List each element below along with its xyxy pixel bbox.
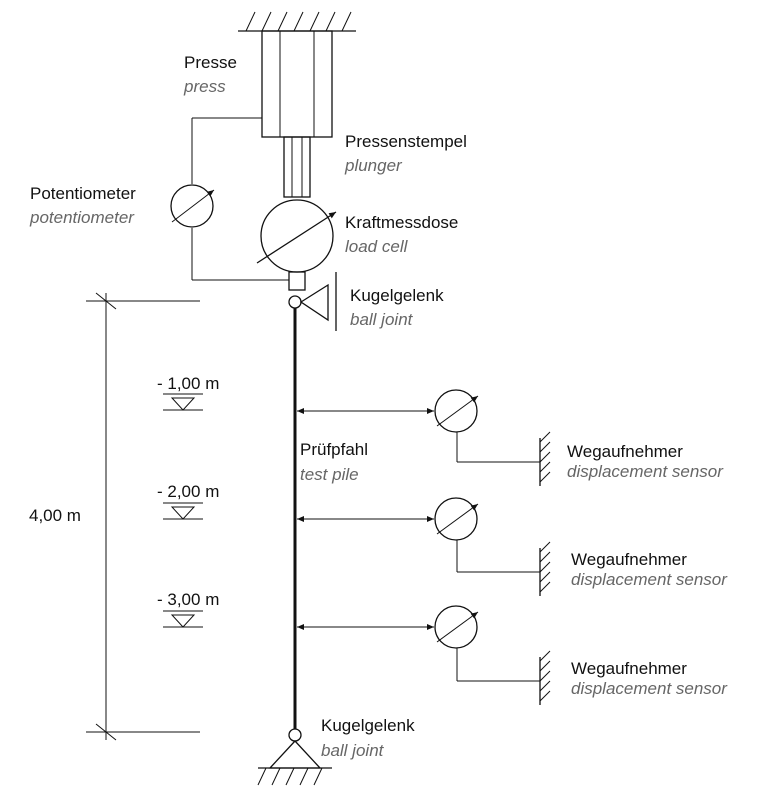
load-cell-label-en: load cell xyxy=(345,237,409,256)
displacement-sensor-2 xyxy=(297,497,551,596)
plunger-label: Pressenstempel xyxy=(345,132,467,151)
bottom-ball-joint-label-en: ball joint xyxy=(321,741,385,760)
depth-marker-3 xyxy=(163,610,203,628)
depth-marker-label-1: - 1,00 m xyxy=(157,374,219,393)
sensor-1-label-en: displacement sensor xyxy=(567,462,724,481)
sensor-3-label-en: displacement sensor xyxy=(571,679,728,698)
top-support xyxy=(238,11,356,32)
depth-marker-label-2: - 2,00 m xyxy=(157,482,219,501)
press xyxy=(261,30,333,138)
length-dimension xyxy=(86,292,200,741)
potentiometer-label: Potentiometer xyxy=(30,184,136,203)
bottom-ball-joint-label: Kugelgelenk xyxy=(321,716,415,735)
test-pile-label: Prüfpfahl xyxy=(300,440,368,459)
top-ball-joint-label: Kugelgelenk xyxy=(350,286,444,305)
bottom-support xyxy=(257,728,332,786)
displacement-sensor-1 xyxy=(297,389,551,486)
plunger-label-en: plunger xyxy=(344,156,403,175)
press-label: Presse xyxy=(184,53,237,72)
press-label-en: press xyxy=(183,77,226,96)
depth-marker-label-3: - 3,00 m xyxy=(157,590,219,609)
load-cell-label: Kraftmessdose xyxy=(345,213,458,232)
test-pile-label-en: test pile xyxy=(300,465,359,484)
load-cell xyxy=(256,199,337,291)
potentiometer xyxy=(170,117,289,281)
displacement-sensor-3 xyxy=(297,605,551,705)
total-length-label: 4,00 m xyxy=(29,506,81,525)
sensor-2-label-en: displacement sensor xyxy=(571,570,728,589)
plunger xyxy=(283,136,311,198)
sensor-3-label: Wegaufnehmer xyxy=(571,659,687,678)
depth-marker-2 xyxy=(163,502,203,520)
sensor-2-label: Wegaufnehmer xyxy=(571,550,687,569)
depth-marker-1 xyxy=(163,393,203,411)
top-ball-joint-label-en: ball joint xyxy=(350,310,414,329)
sensor-1-label: Wegaufnehmer xyxy=(567,442,683,461)
potentiometer-label-en: potentiometer xyxy=(29,208,135,227)
